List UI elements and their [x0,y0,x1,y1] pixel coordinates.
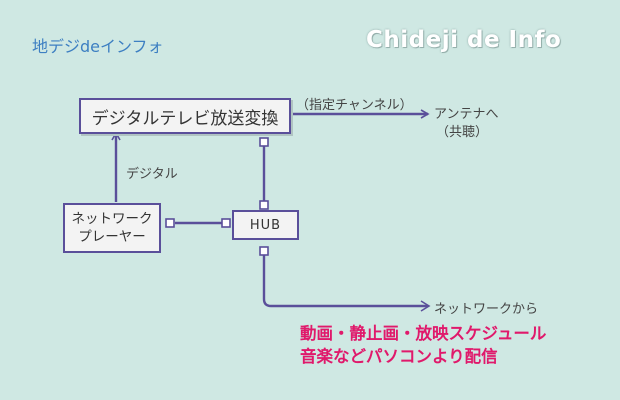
tv-converter-label: デジタルテレビ放送変換 [91,108,279,129]
site-title-en: Chideji de Info [366,27,562,53]
port-converter-bottom [259,137,269,147]
port-hub-top [259,200,269,210]
antenna-label: アンテナへ [434,107,499,122]
hub-box: HUB [232,210,299,240]
channel-label: （指定チャンネル） [296,98,413,113]
digital-label: デジタル [126,167,178,182]
line-network-to-hub [262,255,428,308]
network-player-box: ネットワークプレーヤー [63,203,161,253]
tv-converter-box: デジタルテレビ放送変換 [79,98,291,134]
port-hub-bottom [259,246,269,256]
arrowhead-network-in [420,300,431,312]
hub-label: HUB [249,217,282,233]
antenna-sub-label: （共聴） [436,125,489,140]
from-network-label: ネットワークから [434,302,539,317]
port-player-right [165,218,175,228]
port-hub-left [221,218,231,228]
network-player-label: ネットワークプレーヤー [71,211,153,245]
site-title-jp: 地デジdeインフォ [32,37,164,56]
caption-line-1: 動画・静止画・放映スケジュール [300,324,547,343]
caption-line-2: 音楽などパソコンより配信 [300,347,498,366]
